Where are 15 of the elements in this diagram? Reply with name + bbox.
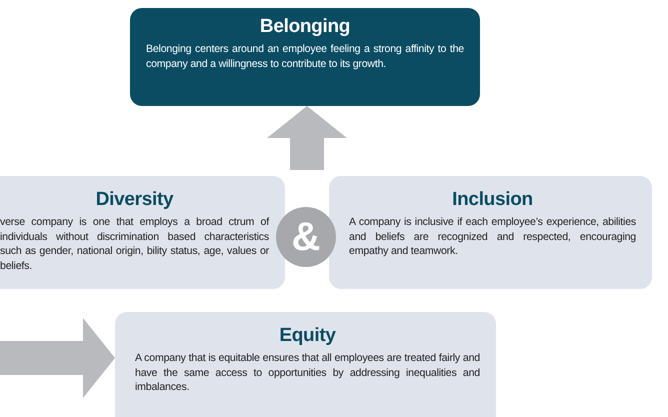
card-description: A company is inclusive if each employee’s experience, abilities and beliefs are recognized and respected, encouraging empathy and teamwork. [349, 215, 636, 258]
concept-card [329, 176, 652, 289]
card-title: Diversity [96, 188, 174, 212]
card-title: Equity [279, 324, 336, 348]
highlight-card [130, 8, 480, 106]
concept-card [115, 312, 496, 417]
card-description: verse company is one that employs a broad ctrum of individuals without discrimination based characteristics such as gender, national origin, bility status, age, values or beliefs. [0, 215, 269, 273]
card-title: Belonging [260, 15, 350, 39]
concept-card [0, 176, 285, 289]
block-arrow [267, 106, 347, 170]
card-title: Inclusion [452, 188, 533, 212]
card-description: Belonging centers around an employee feeling a strong affinity to the company and a willingness to contribute to its growth. [146, 42, 464, 71]
card-description: A company that is equitable ensures that all employees are treated fairly and have the same access to opportunities by addressing inequalities and imbalances. [135, 351, 480, 394]
block-arrow [0, 318, 115, 398]
ampersand: & [292, 217, 320, 257]
